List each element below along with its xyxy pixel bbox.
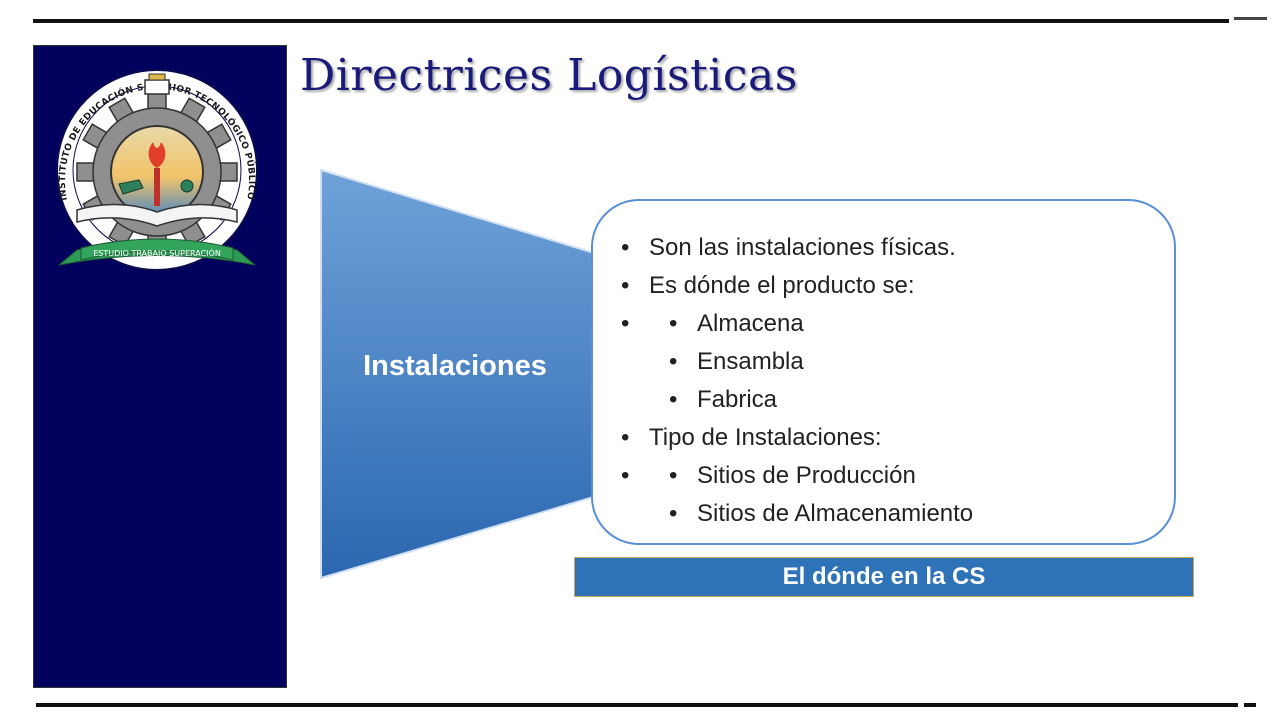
sub-bullet-item: Sitios de Almacenamiento xyxy=(669,495,973,533)
funnel-shape xyxy=(320,168,617,580)
bullet-item: Tipo de Instalaciones: xyxy=(621,419,973,457)
sub-list-wrapper: Sitios de Producción Sitios de Almacenam… xyxy=(621,457,973,533)
caption-banner: El dónde en la CS xyxy=(574,557,1194,597)
content-card: Son las instalaciones físicas. Es dónde … xyxy=(591,199,1176,545)
bullet-text: Tipo de Instalaciones: xyxy=(649,424,882,451)
sub-bullet-text: Fabrica xyxy=(697,386,778,413)
bullet-item: Es dónde el producto se: xyxy=(621,267,973,305)
top-rule-end xyxy=(1234,17,1267,20)
slide-title: Directrices Logísticas xyxy=(300,50,798,101)
sub-bullet-item: Fabrica xyxy=(669,381,973,419)
bottom-rule xyxy=(36,703,1238,707)
bullet-text: Es dónde el producto se: xyxy=(649,272,915,299)
sub-bullet-item: Sitios de Producción xyxy=(669,457,973,495)
bullet-item: Son las instalaciones físicas. xyxy=(621,229,973,267)
sub-bullet-text: Ensambla xyxy=(697,348,804,375)
top-rule xyxy=(33,19,1229,23)
bullet-text: Son las instalaciones físicas. xyxy=(649,234,956,261)
sub-bullet-text: Sitios de Almacenamiento xyxy=(697,500,974,527)
bullet-list: Son las instalaciones físicas. Es dónde … xyxy=(621,229,973,533)
sub-bullet-list: Almacena Ensambla Fabrica xyxy=(621,305,973,419)
sub-bullet-list: Sitios de Producción Sitios de Almacenam… xyxy=(621,457,973,533)
sub-bullet-text: Sitios de Producción xyxy=(697,462,916,489)
sub-bullet-item: Almacena xyxy=(669,305,973,343)
logo-ribbon-text: ESTUDIO TRABAJO SUPERACIÓN xyxy=(93,247,221,258)
sub-list-wrapper: Almacena Ensambla Fabrica xyxy=(621,305,973,419)
instalaciones-label: Instalaciones xyxy=(363,350,547,382)
institute-logo: INSTITUTO DE EDUCACIÓN SUPERIOR TECNOLÓG… xyxy=(37,60,258,271)
bottom-rule-end xyxy=(1244,703,1256,707)
sub-bullet-item: Ensambla xyxy=(669,343,973,381)
sub-bullet-text: Almacena xyxy=(697,310,804,337)
